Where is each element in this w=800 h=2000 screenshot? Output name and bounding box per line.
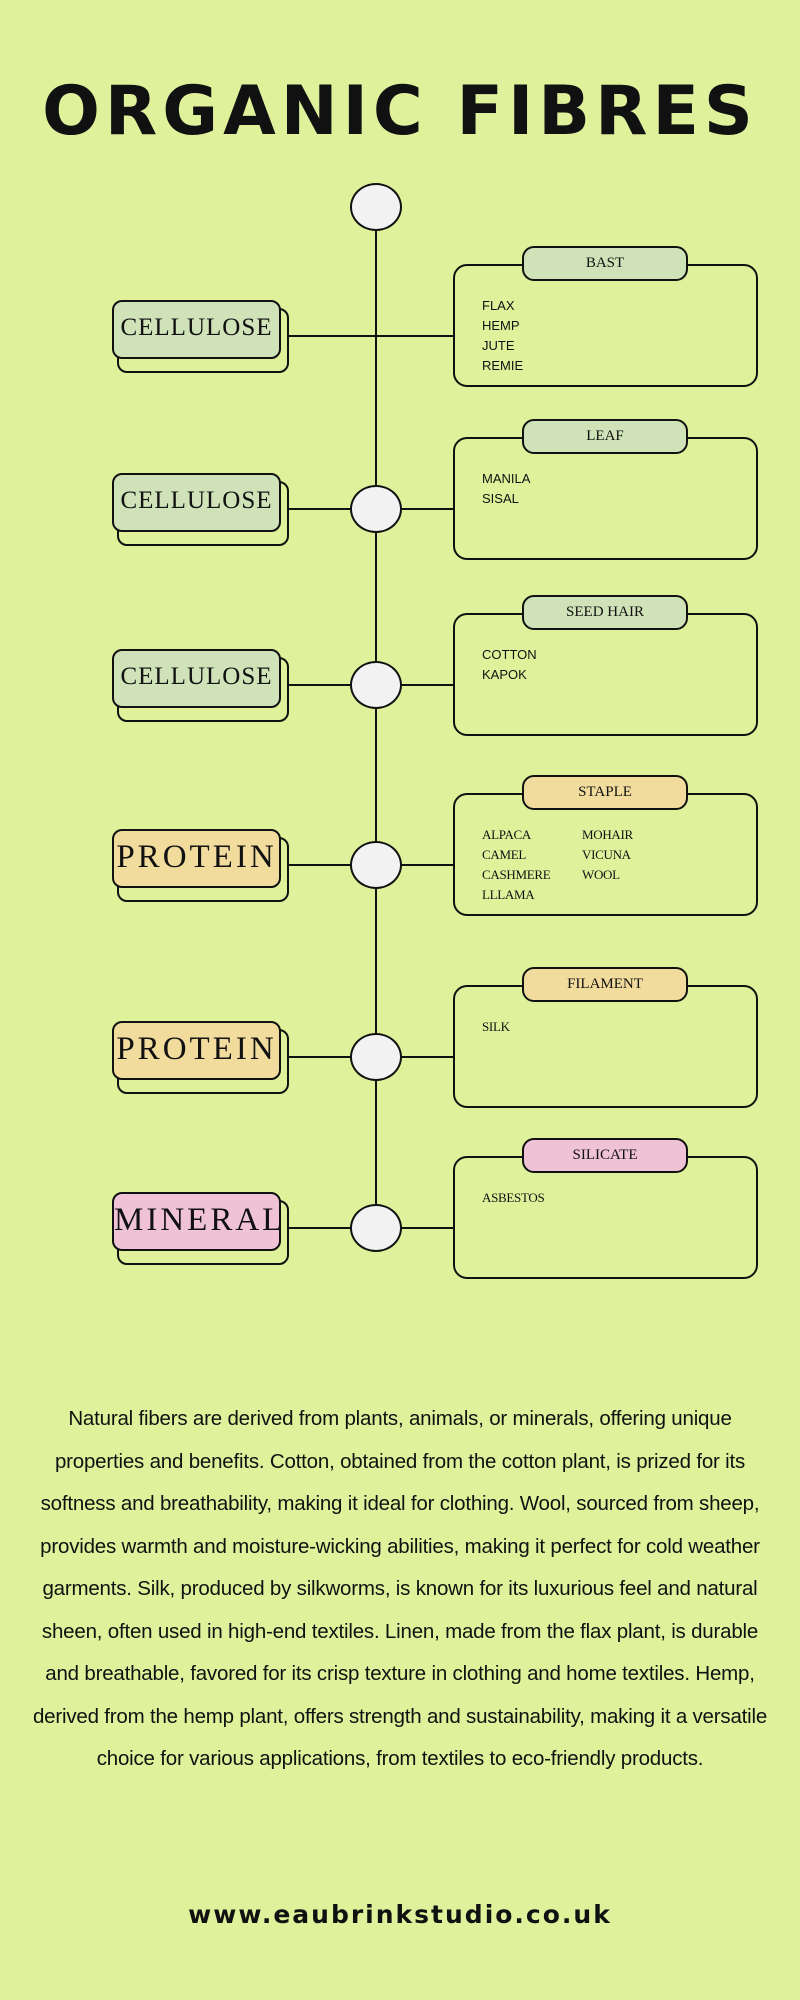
description-line: and breathable, favored for its crisp te…: [45, 1662, 755, 1685]
fibre-column: COTTON KAPOK: [482, 645, 582, 685]
fibre-list: ASBESTOS: [482, 1188, 582, 1208]
category-pill: STAPLE: [522, 775, 688, 810]
fibre-item: LLLAMA: [482, 887, 535, 902]
category-pill: SEED HAIR: [522, 595, 688, 630]
category-pill: LEAF: [522, 419, 688, 454]
fibre-column: FLAX HEMP JUTE REMIE: [482, 296, 582, 376]
fibre-item: REMIE: [482, 358, 524, 373]
fibre-list: ALPACA CAMEL CASHMERE LLLAMA MOHAIR VICUNA WOO…: [482, 825, 682, 905]
fibre-item: CASHMERE: [482, 867, 551, 882]
fibre-column: ASBESTOS: [482, 1188, 582, 1208]
description-line: sheen, often used in high-end textiles. …: [41, 1619, 759, 1643]
fibre-type-label: MINERAL: [112, 1192, 282, 1251]
fibre-item: FLAX: [482, 298, 515, 313]
description-line: softness and breathability, making it id…: [40, 1492, 760, 1515]
node-circle: [350, 1204, 402, 1252]
fibre-item: SILK: [482, 1019, 510, 1034]
fibre-type-label: PROTEIN: [112, 829, 281, 888]
fibre-list: FLAX HEMP JUTE REMIE: [482, 296, 582, 376]
node-circle: [350, 841, 402, 889]
category-pill: BAST: [522, 246, 688, 281]
fibre-item: SISAL: [482, 491, 519, 506]
node-circle: [350, 661, 402, 709]
connector-line: [289, 335, 453, 337]
fibre-category-card: [453, 985, 758, 1108]
fibre-type-label: CELLULOSE: [112, 300, 281, 359]
fibre-list: MANILA SISAL: [482, 469, 582, 509]
fibre-item: MOHAIR: [582, 827, 633, 842]
fibre-column: SILK: [482, 1017, 582, 1037]
fibre-column: MANILA SISAL: [482, 469, 582, 509]
description-paragraph: Natural fibers are derived from plants, …: [0, 1398, 800, 1781]
timeline-spine: [375, 207, 377, 1228]
fibre-item: HEMP: [482, 318, 520, 333]
category-pill: FILAMENT: [522, 967, 688, 1002]
top-node-circle: [350, 183, 402, 231]
description-line: derived from the hemp plant, offers stre…: [32, 1704, 768, 1728]
page-title: ORGANIC FIBRES: [42, 72, 758, 151]
fibre-item: KAPOK: [482, 667, 527, 682]
description-line: properties and benefits. Cotton, obtaine…: [54, 1449, 746, 1473]
fibre-type-label: CELLULOSE: [112, 473, 281, 532]
fibre-item: WOOL: [582, 867, 620, 882]
description-line: Natural fibers are derived from plants, …: [68, 1407, 732, 1430]
node-circle: [350, 1033, 402, 1081]
node-circle: [350, 485, 402, 533]
description-line: choice for various applications, from te…: [96, 1747, 704, 1770]
fibre-list: SILK: [482, 1017, 582, 1037]
category-pill: SILICATE: [522, 1138, 688, 1173]
fibre-item: ALPACA: [482, 827, 532, 842]
fibre-item: MANILA: [482, 471, 531, 486]
fibre-type-label: CELLULOSE: [112, 649, 281, 708]
fibre-item: COTTON: [482, 647, 537, 662]
description-line: provides warmth and moisture-wicking abi…: [40, 1534, 760, 1558]
fibre-list: COTTON KAPOK: [482, 645, 582, 685]
fibre-item: VICUNA: [582, 847, 631, 862]
fibre-column: ALPACA CAMEL CASHMERE LLLAMA: [482, 825, 582, 905]
fibre-item: ASBESTOS: [482, 1190, 545, 1205]
fibre-item: JUTE: [482, 338, 515, 353]
fibre-column: MOHAIR VICUNA WOOL: [582, 825, 682, 885]
fibre-item: CAMEL: [482, 847, 527, 862]
footer-website[interactable]: www.eaubrinkstudio.co.uk: [188, 1900, 612, 1929]
fibre-type-label: PROTEIN: [112, 1021, 281, 1080]
description-line: garments. Silk, produced by silkworms, i…: [42, 1577, 758, 1600]
fibre-category-card: [453, 1156, 758, 1279]
